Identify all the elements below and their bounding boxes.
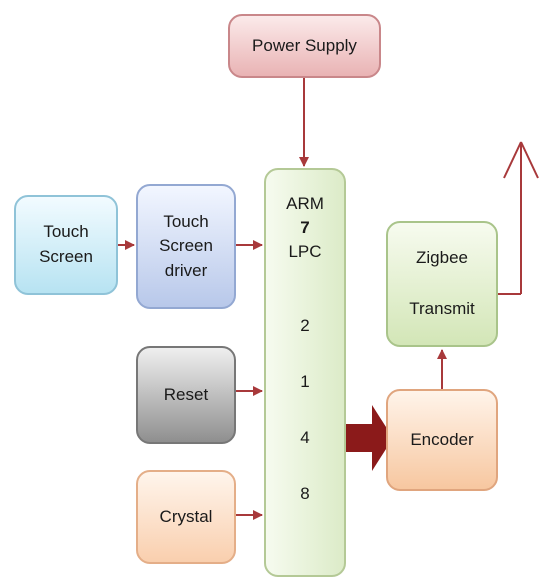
- lpc-digit: 2: [300, 316, 310, 335]
- driver-label-line3: driver: [164, 260, 208, 280]
- reset-label: Reset: [163, 384, 209, 404]
- arm-lpc-block: ARM 7 LPC 2 1 4 8: [264, 168, 346, 577]
- touch-screen-label-line1: Touch: [43, 222, 89, 242]
- zigbee-label: Zigbee: [416, 248, 468, 268]
- touch-screen-driver-block: Touch Screen driver: [136, 184, 236, 309]
- arm-version-label: 7: [300, 218, 310, 237]
- lpc-digit: 8: [300, 484, 310, 503]
- zigbee-transmit-block: Zigbee Transmit: [386, 221, 498, 347]
- antenna-icon: [498, 141, 539, 295]
- transmit-label: Transmit: [409, 299, 475, 318]
- power-supply-label: Power Supply: [252, 35, 357, 55]
- lpc-label: LPC: [288, 242, 322, 261]
- reset-block: Reset: [136, 346, 236, 444]
- encoder-block: Encoder: [386, 389, 498, 491]
- big-arrow-arm-to-encoder: [346, 405, 393, 471]
- encoder-label: Encoder: [410, 429, 474, 449]
- power-supply-block: Power Supply: [228, 14, 381, 78]
- crystal-label: Crystal: [159, 506, 213, 526]
- touch-screen-block: Touch Screen: [14, 195, 118, 295]
- lpc-digit: 4: [300, 428, 310, 447]
- lpc-digit: 1: [300, 372, 310, 391]
- touch-screen-label-line2: Screen: [39, 247, 93, 266]
- crystal-block: Crystal: [136, 470, 236, 564]
- driver-label-line2: Screen: [159, 236, 213, 256]
- arm-label: ARM: [286, 194, 324, 213]
- driver-label-line1: Touch: [163, 211, 209, 231]
